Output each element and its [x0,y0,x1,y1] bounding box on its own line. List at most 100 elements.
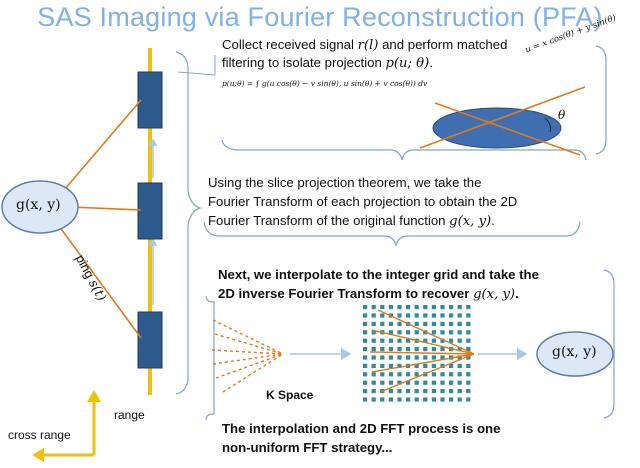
step2-line2: Fourier Transform of each projection to … [208,194,518,209]
grid-dot [380,305,385,310]
grid-dot [466,372,471,377]
step2-line3: Fourier Transform of the original functi… [208,213,495,229]
grid-dot [406,372,411,377]
track-brace [175,51,203,395]
grid-dot [380,338,385,343]
grid-dot [449,305,454,310]
grid-dot [414,330,419,335]
grid-dot [423,321,428,326]
grid-dot [431,397,436,402]
step3-line2: 2D inverse Fourier Transform to recover … [218,286,519,302]
grid-dot [457,363,462,368]
grid-dot [440,397,445,402]
grid-dot [457,355,462,360]
grid-dot [380,397,385,402]
grid-dot [449,372,454,377]
grid-dot [397,355,402,360]
grid-dot [440,338,445,343]
grid-dot [423,313,428,318]
grid-dot [423,338,428,343]
grid-dot [457,338,462,343]
grid-dot [363,347,368,352]
platform-position-1 [137,71,163,129]
grid-dot [388,338,393,343]
grid-dot [388,372,393,377]
grid-dot [397,389,402,394]
step1-line2: filtering to isolate projection p(u; θ). [222,55,433,71]
platform-position-3 [137,311,163,369]
grid-dot [371,313,376,318]
grid-dot [431,321,436,326]
grid-dot [397,372,402,377]
grid-dot [371,397,376,402]
grid-dot [397,330,402,335]
grid-dot [431,380,436,385]
grid-dot [397,347,402,352]
page-title: SAS Imaging via Fourier Reconstruction (… [37,2,603,32]
grid-dot [388,389,393,394]
step1-right-bracket [595,45,607,155]
step1-line1: Collect received signal r(l) and perform… [222,37,508,53]
grid-dot [457,372,462,377]
grid-dot [406,330,411,335]
grid-dot [406,313,411,318]
grid-dot [363,389,368,394]
grid-dot [406,305,411,310]
grid-dot [440,355,445,360]
grid-dot [363,321,368,326]
theta-label: θ [558,108,566,122]
projection-ellipse [432,107,562,149]
grid-dot [363,330,368,335]
grid-fan [369,309,475,393]
step3-right-bracket [603,269,615,419]
grid-dot [440,389,445,394]
target-label: g(x, y) [16,197,61,213]
grid-dot [380,313,385,318]
grid-dot [397,380,402,385]
grid-dot [457,380,462,385]
grid-dot [423,389,428,394]
grid-dot [431,338,436,343]
grid-dot [363,380,368,385]
ping-line-2 [69,206,142,211]
cross-range-label: cross range [8,428,71,442]
range-label: range [114,408,145,422]
grid-dot [414,372,419,377]
grid-dot [363,372,368,377]
grid-dot [363,355,368,360]
grid-dot [397,321,402,326]
grid-dot [449,389,454,394]
grid-dot [388,355,393,360]
grid-dot [440,313,445,318]
grid-dot [440,330,445,335]
grid-dot [466,397,471,402]
grid-dot [423,380,428,385]
grid-dot [371,363,376,368]
grid-dot [388,397,393,402]
grid-dot [431,363,436,368]
grid-dot [371,372,376,377]
grid-dot [457,347,462,352]
grid-dot [380,347,385,352]
grid-dot [414,397,419,402]
grid-dot [457,330,462,335]
grid-dot [388,347,393,352]
grid-dot [371,347,376,352]
grid-dot [371,355,376,360]
grid-dot [414,305,419,310]
grid-dot [457,389,462,394]
projection-line-2 [419,86,586,149]
grid-dot [431,330,436,335]
grid-dot [406,389,411,394]
grid-dot [466,305,471,310]
grid-dot [440,380,445,385]
step3-line1: Next, we interpolate to the integer grid… [218,267,539,282]
grid-dot [414,347,419,352]
grid-dot [449,321,454,326]
step2-line1: Using the slice projection theorem, we t… [208,175,482,190]
projection-line-1 [434,102,581,156]
grid-dot [414,380,419,385]
grid-dot [397,305,402,310]
grid-dot [397,363,402,368]
